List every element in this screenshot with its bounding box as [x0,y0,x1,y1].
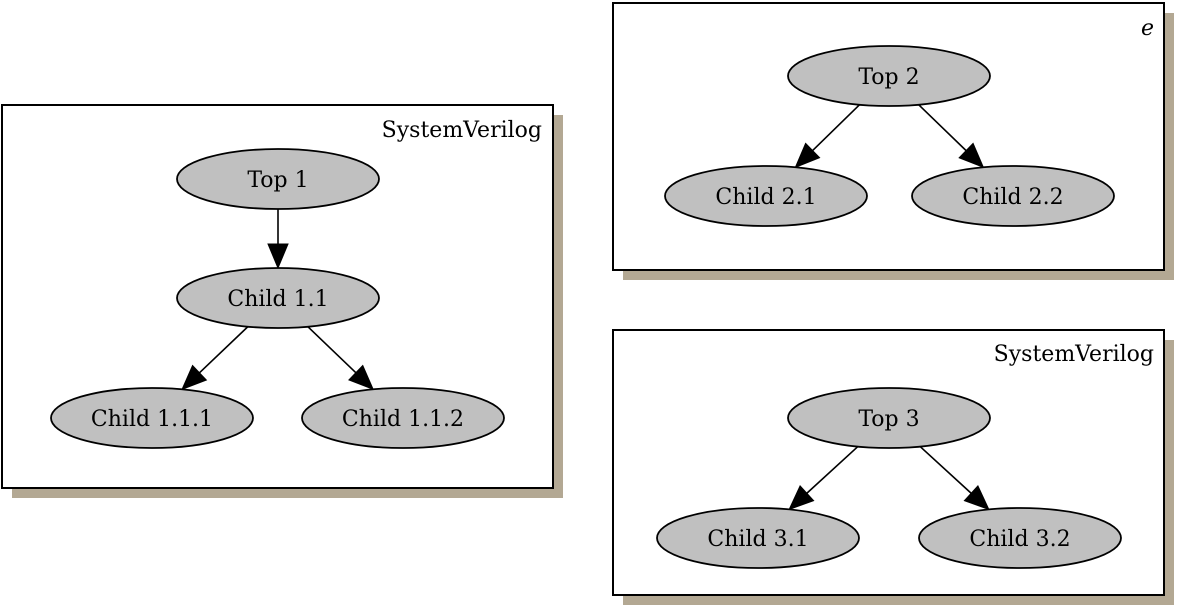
edge-line [812,104,861,152]
cluster-label: SystemVerilog [382,118,542,143]
node-label: Child 1.1.1 [91,407,213,432]
node-ellipse [787,45,991,107]
node-label: Top 1 [247,168,308,193]
arrowhead [794,142,821,169]
node-child-3-2: Child 3.2 [918,507,1122,569]
node-ellipse [50,387,254,449]
arrowhead [267,243,289,270]
edge-top-1-to-child-1-1 [267,209,289,270]
edge-top-3-to-child-3-1 [788,445,859,511]
edge-child-1-1-to-child-1-1-2 [307,326,375,391]
node-ellipse [176,267,380,329]
edge-child-1-1-to-child-1-1-1 [181,326,249,391]
node-child-1-1-1: Child 1.1.1 [50,387,254,449]
node-ellipse [656,507,860,569]
arrowhead [958,142,985,169]
edge-top-2-to-child-2-2 [918,104,985,169]
edge-line [307,326,357,374]
node-label: Child 2.1 [715,185,816,210]
node-ellipse [664,165,868,227]
node-top-3: Top 3 [787,387,991,449]
node-label: Child 1.1 [227,287,328,312]
arrowhead [181,364,208,391]
edge-line [198,326,249,374]
node-label: Child 3.1 [707,527,808,552]
node-label: Top 3 [858,407,919,432]
node-label: Top 2 [858,65,919,90]
node-ellipse [176,148,380,210]
node-ellipse [911,165,1115,227]
node-child-2-1: Child 2.1 [664,165,868,227]
edge-line [806,445,859,494]
node-child-3-1: Child 3.1 [656,507,860,569]
node-top-1: Top 1 [176,148,380,210]
node-label: Child 3.2 [969,527,1070,552]
edge-top-3-to-child-3-2 [919,445,990,511]
node-label: Child 1.1.2 [342,407,464,432]
edge-top-2-to-child-2-1 [794,104,861,169]
node-label: Child 2.2 [962,185,1063,210]
edge-line [919,445,972,494]
node-child-2-2: Child 2.2 [911,165,1115,227]
node-ellipse [787,387,991,449]
edge-line [918,104,967,152]
arrowhead [348,364,375,391]
cluster-label: e [1141,16,1154,41]
node-ellipse [301,387,505,449]
node-ellipse [918,507,1122,569]
node-child-1-1-2: Child 1.1.2 [301,387,505,449]
arrowhead [788,484,815,511]
node-child-1-1: Child 1.1 [176,267,380,329]
cluster-label: SystemVerilog [994,342,1154,367]
arrowhead [963,484,990,511]
node-top-2: Top 2 [787,45,991,107]
cluster-frame [612,2,1165,271]
